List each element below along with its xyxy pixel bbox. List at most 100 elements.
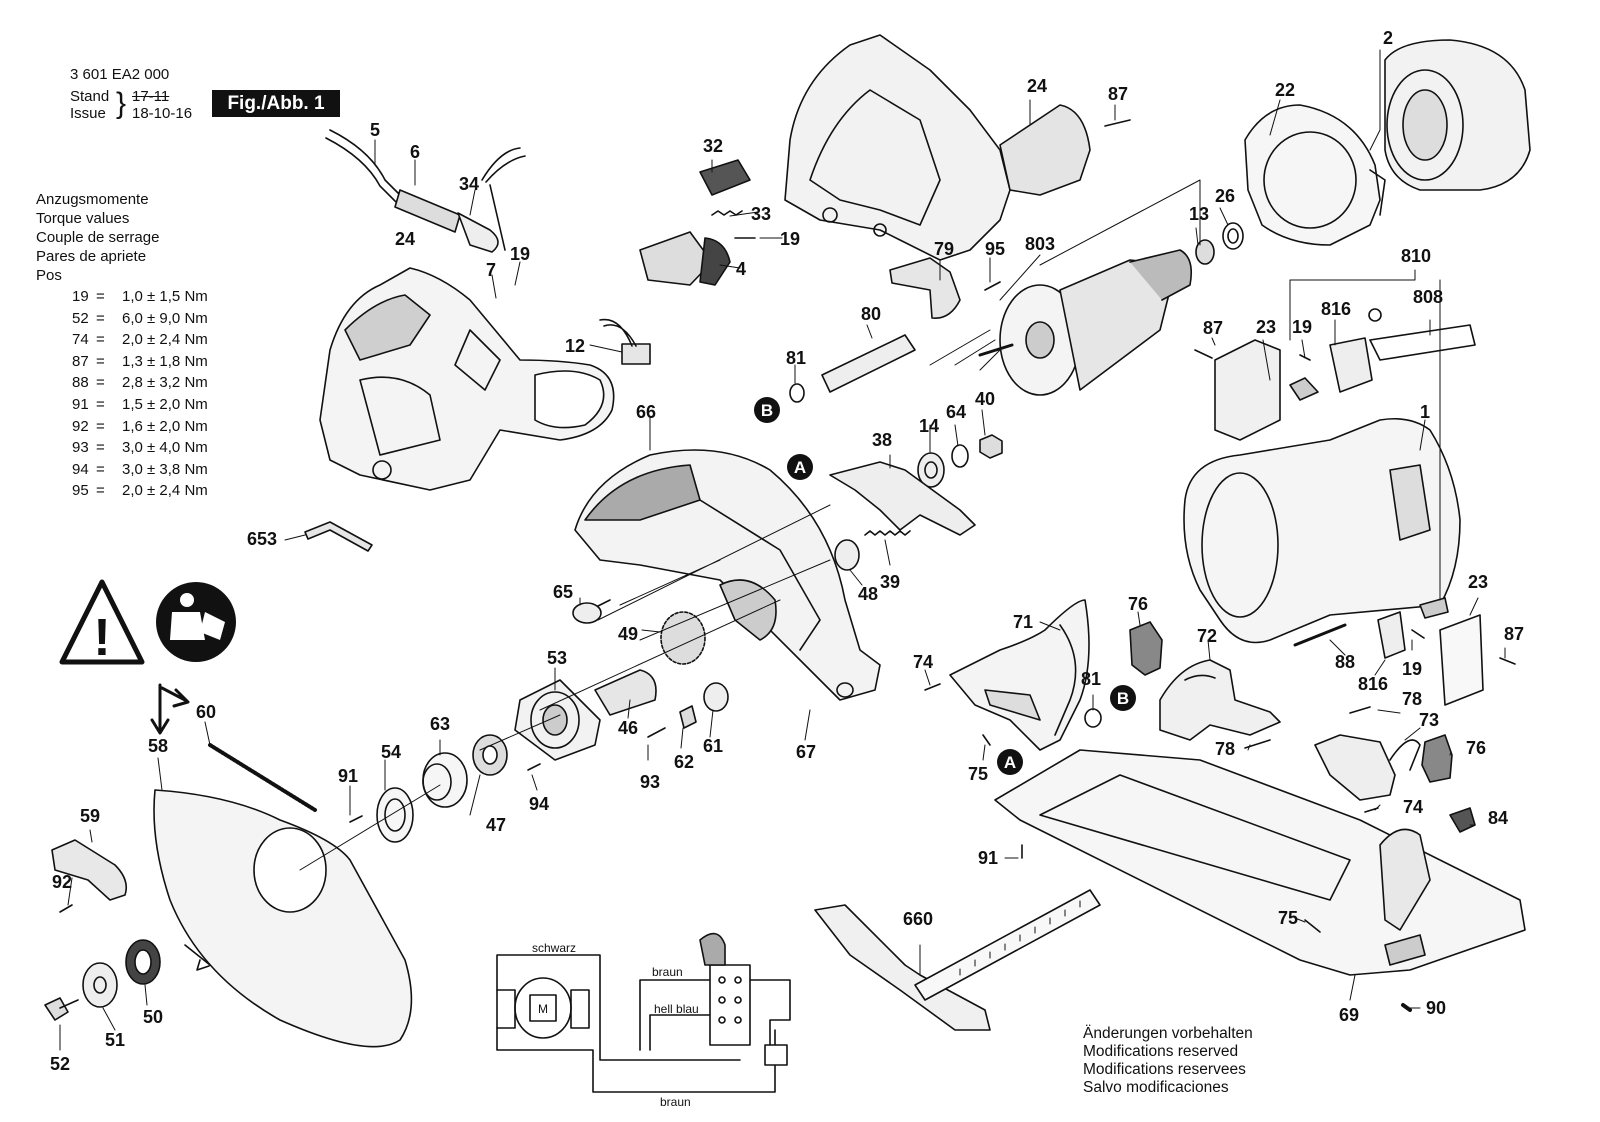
washer-81 [1084,708,1102,728]
doc-number: 3 601 EA2 000 [70,66,170,83]
torque-value: 1,3 ± 1,8 Nm [122,352,208,370]
part-label-76: 76 [1466,738,1486,758]
torque-title-es: Pares de apriete [36,248,147,265]
part-label-48: 48 [858,584,878,604]
part-label-66: 66 [636,402,656,422]
screw-94 [527,763,541,771]
torque-eq: = [96,309,105,327]
part-label-71: 71 [1013,612,1033,632]
nut-75 [982,734,991,746]
note-fr: Modifications reservees [1083,1061,1246,1078]
part-label-2: 2 [1383,28,1393,48]
wire-label-brown-bottom: braun [660,1095,691,1109]
part-label-87: 87 [1504,624,1524,644]
bearing-flange [514,679,601,761]
part-label-19: 19 [510,244,530,264]
motor-symbol-label: M [538,1002,548,1016]
part-label-6: 6 [410,142,420,162]
depth-knob [1129,621,1163,676]
part-label-1: 1 [1420,402,1430,422]
part-label-75: 75 [1278,908,1298,928]
screw-87-brush [1194,349,1213,359]
torque-title-fr: Couple de serrage [36,229,160,246]
leader-lines [59,49,1506,1051]
part-label-88: 88 [1335,652,1355,672]
torque-title-pos: Pos [36,267,62,284]
torque-value: 3,0 ± 4,0 Nm [122,439,208,457]
torque-value: 6,0 ± 9,0 Nm [122,309,208,327]
torque-value: 3,0 ± 3,8 Nm [122,460,208,478]
part-label-32: 32 [703,136,723,156]
depth-bracket [1159,659,1281,741]
callout-a-circle [997,749,1023,775]
torque-value: 1,5 ± 2,0 Nm [122,396,208,413]
part-label-72: 72 [1197,626,1217,646]
part-label-653: 653 [247,529,277,549]
part-label-14: 14 [919,416,939,436]
part-label-803: 803 [1025,234,1055,254]
part-label-81: 81 [1081,669,1101,689]
riving-knife-bracket [829,461,976,571]
torque-eq: = [96,417,105,435]
part-label-23: 23 [1468,572,1488,592]
guard-spring [208,743,317,812]
torque-value: 1,6 ± 2,0 Nm [122,417,208,435]
motor-housing [1183,417,1461,644]
part-label-23: 23 [1256,317,1276,337]
torque-eq: = [96,374,105,392]
part-label-62: 62 [674,752,694,772]
part-label-94: 94 [529,794,549,814]
wire-label-brown-top: braun [652,965,683,979]
spindle-lock [789,257,961,403]
part-label-75: 75 [968,764,988,784]
part-label-90: 90 [1426,998,1446,1018]
torque-eq: = [96,482,105,500]
torque-eq: = [96,460,105,478]
figure-label: Fig./Abb. 1 [212,90,340,117]
spacer-washers [917,434,1003,488]
part-label-7: 7 [486,260,496,280]
gear-and-spindle [594,611,729,729]
torque-pos: 91 [72,396,89,413]
guard-lever [51,839,128,913]
part-label-60: 60 [196,702,216,722]
stand-value: 17-11 [132,88,170,105]
torque-pos: 87 [72,352,89,370]
part-label-12: 12 [565,336,585,356]
torque-eq: = [96,288,105,305]
part-label-816: 816 [1358,674,1388,694]
part-label-34: 34 [459,174,479,194]
part-label-67: 67 [796,742,816,762]
retaining-ring [422,752,468,808]
torque-pos: 94 [72,460,89,478]
base-plate [994,749,1526,976]
part-label-74: 74 [913,652,933,672]
part-label-26: 26 [1215,186,1235,206]
torque-pos: 88 [72,374,89,392]
issue-label: Issue [70,105,106,122]
callout-b-label: B [761,401,773,420]
part-label-69: 69 [1339,1005,1359,1025]
wire-label-lightblue: hell blau [654,1002,699,1016]
torque-eq: = [96,331,105,349]
stator [1384,39,1531,191]
angle-quadrant [949,599,1090,751]
part-label-92: 92 [52,872,72,892]
part-label-24: 24 [1027,76,1047,96]
torque-eq: = [96,396,105,413]
motor-housing-top [784,34,1091,261]
screw-75-base [1304,919,1321,933]
ball-bearing [472,734,508,776]
modification-notes: Änderungen vorbehalten Modifications res… [1083,1025,1253,1097]
part-label-80: 80 [861,304,881,324]
warning-triangle-icon [59,579,145,665]
part-label-47: 47 [486,815,506,835]
part-label-50: 50 [143,1007,163,1027]
part-label-74: 74 [1403,797,1423,817]
callout-a-label: A [794,458,806,477]
torque-pos: 92 [72,417,89,435]
part-label-81: 81 [786,348,806,368]
